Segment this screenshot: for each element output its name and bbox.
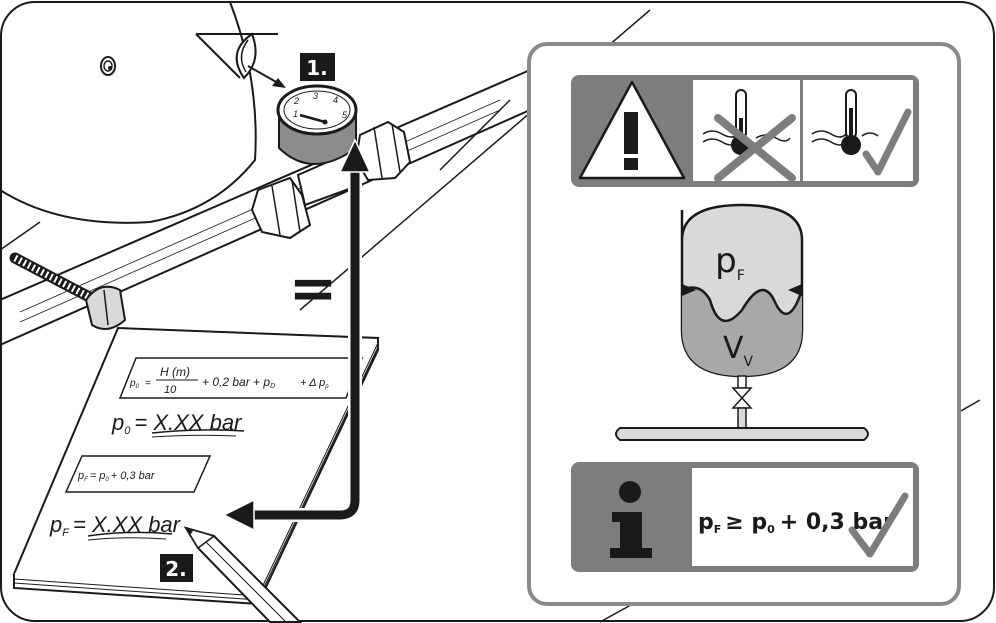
svg-text:VV: VV <box>723 331 754 370</box>
gauge-number: 1 <box>293 109 298 119</box>
svg-text:pF: pF <box>715 241 745 284</box>
formula-1-denominator: 10 <box>164 384 177 396</box>
condition-text: pF≥ p0+ 0,3 bar <box>698 510 894 536</box>
step-1-label: 1. <box>306 56 328 80</box>
gauge-number: 4 <box>333 95 338 105</box>
vessel-valve-icon <box>100 56 116 76</box>
step-1-badge: 1. <box>300 53 335 81</box>
info-icon <box>610 481 652 558</box>
pencil-icon <box>183 526 303 623</box>
step-2-badge: 2. <box>160 554 193 582</box>
eye-arrow-icon <box>247 65 286 88</box>
gauge-number: 3 <box>313 91 318 101</box>
svg-text:+ Δ pp: + Δ pp <box>300 377 329 390</box>
expansion-vessel: pF VV <box>680 203 804 378</box>
formula-1-numerator: H (m) <box>160 365 190 379</box>
wall-line-left <box>0 221 41 251</box>
svg-text:+ 0,2 bar + pD: + 0,2 bar + pD <box>202 375 275 390</box>
formula-2-box: pF= p0+ 0,3 bar <box>64 455 212 493</box>
pipe-clamp <box>84 285 127 330</box>
svg-text:pF= p0+ 0,3 bar: pF= p0+ 0,3 bar <box>77 470 156 483</box>
svg-text:p0: p0 <box>129 378 140 390</box>
thermometer-warm-check-icon <box>811 89 912 176</box>
equals-sign: = <box>289 254 338 322</box>
formula-1-eq: = <box>145 378 151 389</box>
result-1: p0= X.XX bar <box>111 410 245 438</box>
threaded-rod <box>9 252 101 306</box>
info-panel: pF VV pF≥ p0+ 0,3 bar <box>527 42 961 606</box>
thermometer-cold-crossed-icon <box>702 89 796 182</box>
gauge-number: 5 <box>342 110 348 120</box>
checkmark-icon <box>848 492 909 558</box>
result-2: pF= X.XX bar <box>49 512 182 541</box>
transfer-arrow-icon <box>222 138 372 532</box>
nut-right <box>354 120 412 182</box>
pressure-gauge: 1 2 3 4 5 <box>276 84 358 165</box>
nut-left <box>250 176 312 240</box>
supply-pipe <box>615 427 869 441</box>
step-2-label: 2. <box>165 557 187 581</box>
warning-triangle-icon <box>578 80 686 180</box>
vessel-circle-outline <box>0 1 257 224</box>
gauge-number: 2 <box>293 96 299 106</box>
formula-1-box: p0 = H (m) 10 + 0,2 bar + pD + Δ pp <box>118 357 364 399</box>
